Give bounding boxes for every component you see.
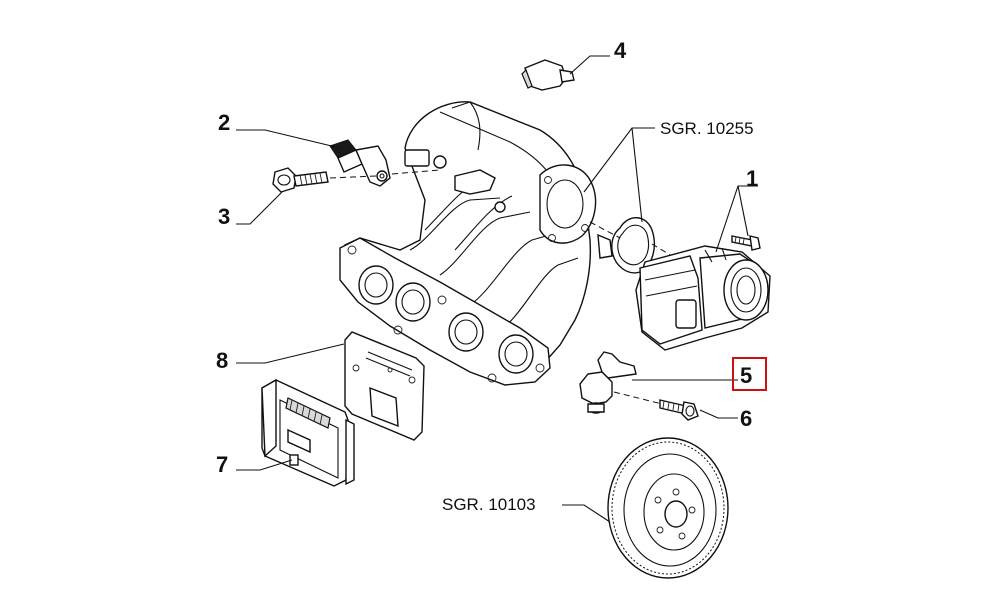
sensor-part-2 [329, 139, 391, 187]
assembly-line-sensor [391, 169, 441, 175]
callout-7-label: 7 [216, 452, 228, 477]
bolt-part-6 [659, 399, 699, 421]
assembly-line-gasket [589, 221, 621, 239]
callout-4-label: 4 [614, 38, 627, 63]
bracket-part-5 [579, 351, 637, 414]
assembly-line-bracket [613, 391, 663, 405]
leader-lines [236, 55, 758, 523]
reference-sgr-bottom: SGR. 10103 [442, 495, 536, 514]
assembly-line-throttle [651, 243, 673, 257]
throttle-body-bolt [731, 235, 761, 251]
callout-8-label: 8 [216, 348, 228, 373]
assembly-line-screw [329, 175, 377, 179]
callout-2-label: 2 [218, 110, 230, 135]
screw-part-3 [272, 167, 329, 193]
throttle-body-part-1 [635, 245, 771, 351]
plate-part-8 [344, 331, 425, 441]
callout-5-label: 5 [740, 363, 752, 388]
callout-6-label: 6 [740, 406, 752, 431]
reference-sgr-top: SGR. 10255 [660, 119, 754, 138]
knock-sensor-part-4 [521, 59, 575, 91]
callout-1-label: 1 [746, 166, 758, 191]
callout-5-highlight-box [732, 357, 767, 391]
callout-3-label: 3 [218, 204, 230, 229]
ecu-part-7 [261, 378, 355, 487]
flywheel [607, 437, 729, 579]
intake-manifold [339, 101, 613, 386]
